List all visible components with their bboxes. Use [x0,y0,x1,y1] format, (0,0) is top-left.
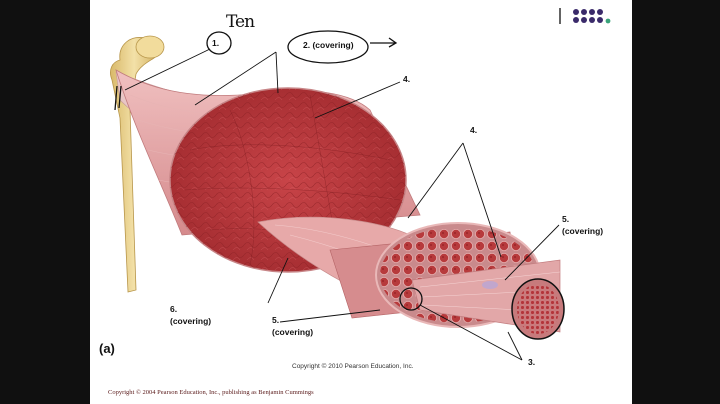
muscle-structure-diagram [110,8,565,361]
logo-dot [597,9,603,15]
panel-label: (a) [99,341,115,356]
label-5-right-number: 5. [562,214,570,224]
highlight-circle [399,287,423,311]
right-black-margin [632,0,720,404]
leader-lines [124,48,560,361]
label-2-covering: 2. (covering) [303,40,354,50]
copyright-inner: Copyright © 2010 Pearson Education, Inc. [292,363,414,370]
logo-dot [581,17,587,23]
logo-dot [589,9,595,15]
logo-dot [581,9,587,15]
handwritten-circle-1 [206,31,232,55]
logo-dot [597,17,603,23]
label-1: 1. [212,38,220,48]
handwritten-arrow [370,37,398,48]
left-black-margin [0,0,90,404]
label-6-covering: (covering) [170,316,212,326]
handwritten-marks [114,8,561,111]
handwritten-note: Ten [226,12,255,32]
handwritten-circle-2 [287,30,369,64]
label-6-number: 6. [170,304,178,314]
logo-dot [589,17,595,23]
label-4-right: 4. [470,125,478,135]
copyright-footer: Copyright © 2004 Pearson Education, Inc.… [108,389,314,396]
slide-logo-dots [572,8,612,26]
logo-dot [605,18,611,24]
label-5-right-covering: (covering) [562,226,604,236]
label-3: 3. [528,357,536,367]
label-4-top: 4. [403,74,411,84]
logo-dot [573,9,579,15]
handwritten-tick-marks [114,85,122,111]
label-5-bottom-covering: (covering) [272,327,314,337]
label-5-bottom-number: 5. [272,315,280,325]
logo-dot [573,17,579,23]
slide: Ten 1. 2. (covering) 4. 4. 5. (covering)… [90,0,632,404]
